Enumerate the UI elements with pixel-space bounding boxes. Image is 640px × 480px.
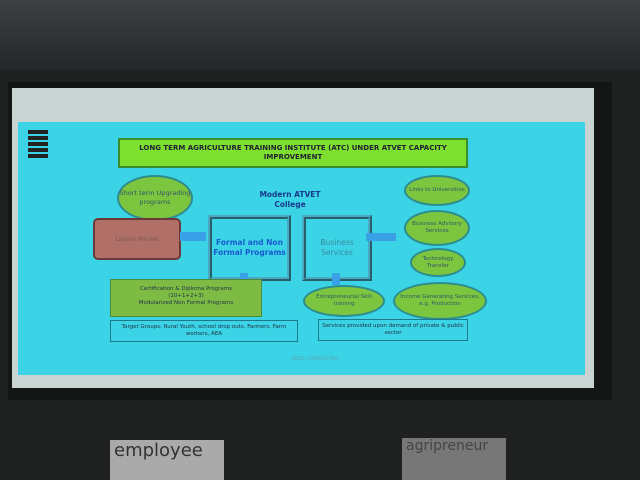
arrow-right-icon [366, 233, 396, 241]
technology-ellipse: Technology Transfer [410, 248, 466, 277]
arrow-down-icon [332, 273, 340, 285]
entrepreneurial-ellipse: Entrepreneurial Skill training [303, 285, 385, 317]
certification-box: Certification & Diploma Programs (10+1+2… [110, 279, 262, 317]
poster-right: agripreneur [402, 438, 506, 480]
labour-market-box: Labour Market [93, 218, 181, 260]
formal-programs-box: Formal and Non Formal Programs [208, 215, 291, 281]
poster-left: employee [110, 440, 224, 480]
links-ellipse: Links to Universities [404, 175, 470, 206]
advisory-ellipse: Business Advisory Services [404, 210, 470, 246]
footer-text: ABSL CONSULTING [291, 356, 339, 362]
arrow-left-icon [180, 232, 206, 241]
slide-title: LONG TERM AGRICULTURE TRAINING INSTITUTE… [118, 138, 468, 168]
ceiling [0, 0, 640, 70]
short-term-ellipse: Short term Upgrading programs [117, 175, 193, 221]
cert-line: Certification & Diploma Programs [139, 286, 233, 292]
income-ellipse: Income Generating Services, e.g. Product… [393, 282, 487, 320]
target-groups-note: Target Groups: Rural Youth, school drop … [110, 320, 298, 342]
college-label: Modern ATVET College [259, 190, 321, 209]
cert-line: Modularized Non Formal Programs [138, 300, 234, 306]
business-services-box: Business Services [302, 215, 372, 281]
logo-icon [28, 130, 48, 160]
cert-line: (10+1+2+3) [168, 293, 204, 299]
services-note: Services provided upon demand of private… [318, 319, 468, 341]
